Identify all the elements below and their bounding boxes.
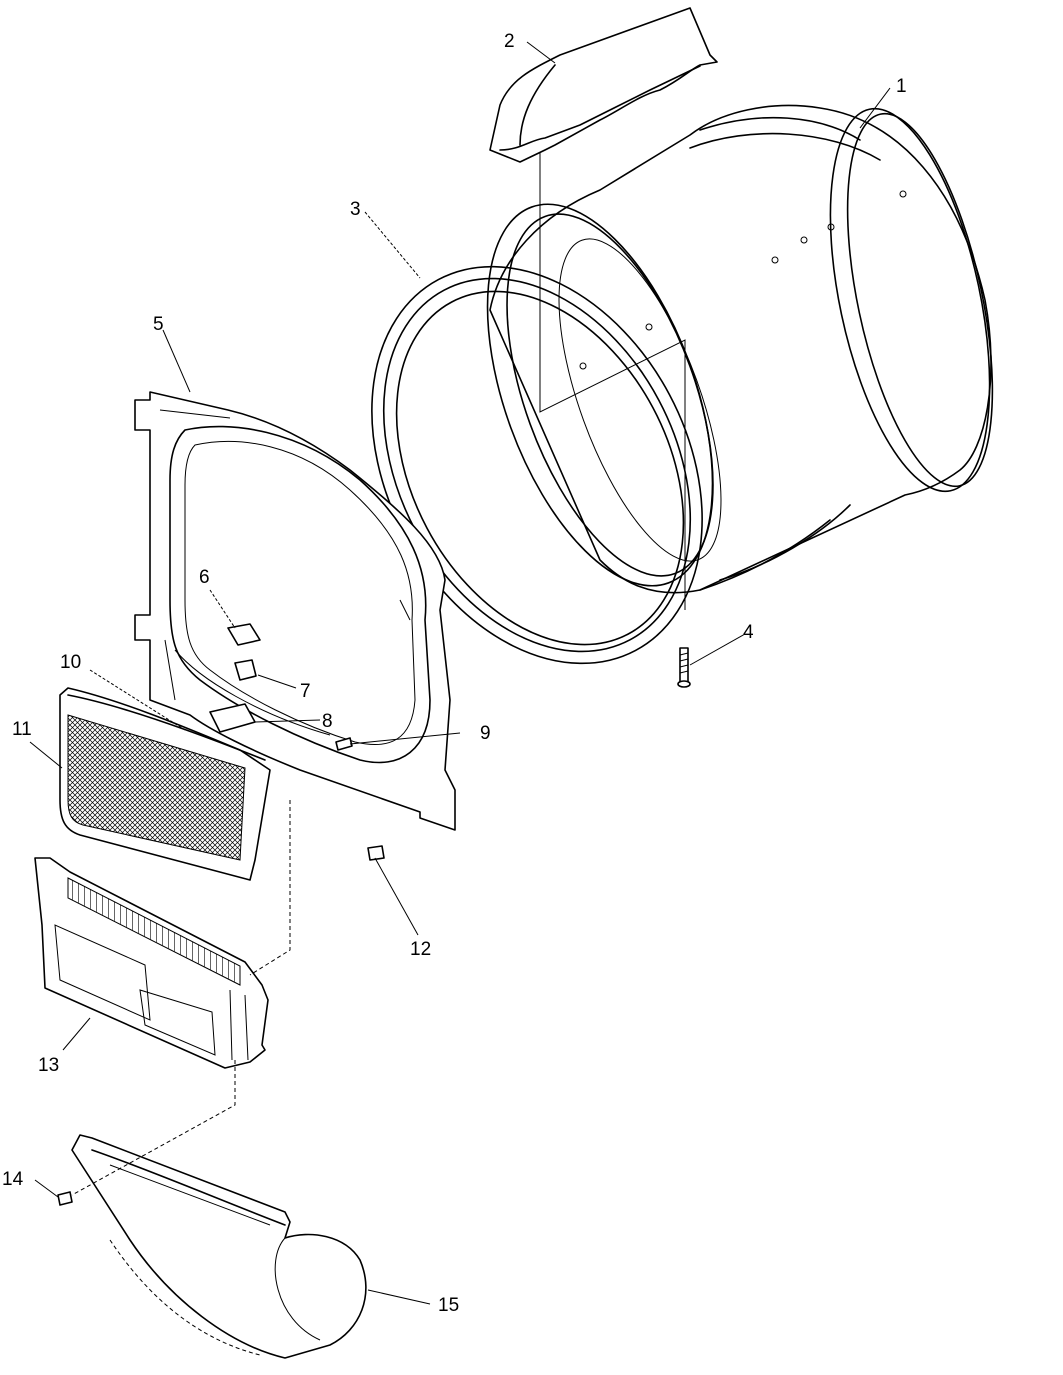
callout-14: 14 bbox=[2, 1169, 24, 1190]
callout-13: 13 bbox=[38, 1055, 59, 1076]
leader-lines bbox=[29, 41, 891, 1305]
callout-15: 15 bbox=[438, 1295, 459, 1316]
callout-4: 4 bbox=[743, 622, 754, 643]
part-lint-screen bbox=[59, 687, 271, 881]
assembly-lines bbox=[71, 800, 291, 1356]
part-bracket-7 bbox=[234, 659, 257, 681]
callout-9: 9 bbox=[480, 723, 491, 744]
callout-8: 8 bbox=[322, 711, 333, 732]
callout-2: 2 bbox=[504, 31, 515, 52]
part-filter-housing bbox=[34, 857, 269, 1069]
callout-12: 12 bbox=[410, 939, 431, 960]
part-screw-14 bbox=[57, 1191, 73, 1206]
callout-10: 10 bbox=[60, 652, 81, 673]
callout-7: 7 bbox=[300, 681, 311, 702]
part-baffle bbox=[489, 7, 718, 163]
part-screw-12 bbox=[367, 845, 385, 861]
part-clip-6 bbox=[227, 623, 261, 646]
part-duct bbox=[71, 1134, 367, 1359]
callout-5: 5 bbox=[153, 314, 164, 335]
callout-labels: 1 2 3 4 5 6 7 8 9 10 11 12 13 14 15 bbox=[2, 31, 907, 1316]
callout-6: 6 bbox=[199, 567, 210, 588]
callout-3: 3 bbox=[350, 199, 361, 220]
part-drum bbox=[486, 104, 994, 610]
callout-11: 11 bbox=[12, 719, 32, 740]
part-fastener-9 bbox=[335, 737, 353, 751]
callout-1: 1 bbox=[896, 76, 907, 97]
part-screw-4 bbox=[677, 647, 691, 688]
